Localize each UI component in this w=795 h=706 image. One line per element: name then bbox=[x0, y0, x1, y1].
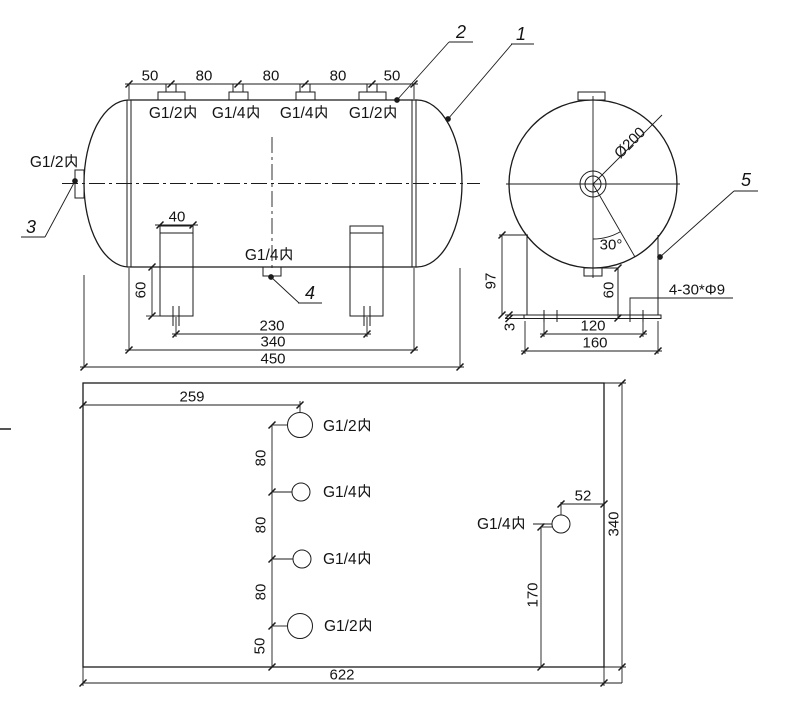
dim-170: 170 bbox=[524, 582, 542, 608]
dim-80-c: 80 bbox=[329, 67, 347, 85]
dim-angle-30: 30° bbox=[599, 236, 623, 254]
plan-dim-ticks bbox=[78, 378, 627, 688]
center-port-outer bbox=[579, 170, 607, 198]
balloon-leaders bbox=[21, 41, 534, 304]
cjk-nei-glyph bbox=[384, 104, 396, 119]
balloon-leader-5 bbox=[657, 190, 758, 260]
dim-80-b: 80 bbox=[262, 67, 280, 85]
support-legs bbox=[159, 225, 384, 326]
fitting-label-top-4: G1/2 bbox=[349, 104, 397, 122]
cjk-nei-glyph bbox=[358, 483, 370, 498]
balloon-4: 4 bbox=[304, 283, 316, 303]
balloon-1: 1 bbox=[515, 24, 527, 44]
dim-120: 120 bbox=[580, 317, 606, 335]
dim-80-plan-b: 80 bbox=[252, 516, 270, 534]
balloon-5: 5 bbox=[740, 170, 752, 190]
dim-60-side: 60 bbox=[132, 281, 150, 299]
side-view-dim-ticks bbox=[79, 79, 465, 372]
cjk-nei-glyph bbox=[358, 417, 370, 432]
balloon-2: 2 bbox=[455, 22, 467, 42]
base-frame bbox=[523, 235, 662, 322]
right-fitting-dims bbox=[533, 502, 604, 667]
dim-259 bbox=[83, 401, 301, 412]
cjk-nei-glyph bbox=[247, 104, 259, 119]
end-view-linework bbox=[497, 91, 758, 356]
plan-fitting-label-3: G1/4 bbox=[323, 550, 371, 568]
fitting-label-top-1: G1/2 bbox=[149, 104, 197, 122]
bottom-dimension-lines bbox=[80, 268, 464, 368]
tank-centerlines bbox=[62, 137, 480, 270]
bolt-hole-note: 4-30*Φ9 bbox=[668, 281, 726, 299]
dim-160: 160 bbox=[582, 334, 608, 352]
end-view-bottom-fitting bbox=[583, 267, 603, 277]
fitting-label-left-port: G1/2 bbox=[30, 153, 78, 171]
left-end-port bbox=[74, 169, 85, 199]
plan-fitting-label-right: G1/4 bbox=[477, 515, 525, 533]
top-fitting-nozzles bbox=[157, 83, 387, 101]
cjk-nei-glyph bbox=[512, 515, 524, 530]
angle-dim bbox=[592, 183, 636, 258]
plan-fitting-label-1: G1/2 bbox=[323, 417, 371, 435]
fitting-label-bottom-port: G1/4 bbox=[245, 246, 293, 264]
diameter-dim-line bbox=[592, 114, 663, 185]
cjk-nei-glyph bbox=[315, 104, 327, 119]
dim-80-plan-c: 80 bbox=[252, 583, 270, 601]
balloon-3: 3 bbox=[25, 217, 37, 237]
dim-60-end: 60 bbox=[600, 281, 618, 299]
end-view-dim-ticks bbox=[497, 230, 663, 356]
side-view-linework bbox=[21, 41, 534, 372]
dim-80-a: 80 bbox=[195, 67, 213, 85]
cjk-nei-glyph bbox=[359, 617, 371, 632]
plan-view-outline bbox=[82, 382, 605, 668]
plan-fitting-label-4: G1/2 bbox=[324, 617, 372, 635]
dim-80-plan-a: 80 bbox=[252, 449, 270, 467]
dim-50-left: 50 bbox=[141, 67, 159, 85]
dim-450: 450 bbox=[260, 350, 286, 368]
dim-97: 97 bbox=[482, 272, 500, 290]
fitting-label-top-2: G1/4 bbox=[212, 104, 260, 122]
cjk-nei-glyph bbox=[184, 104, 196, 119]
dim-50-right: 50 bbox=[383, 67, 401, 85]
dim-50-plan: 50 bbox=[251, 637, 269, 655]
cjk-nei-glyph bbox=[358, 550, 370, 565]
cjk-nei-glyph bbox=[65, 153, 77, 168]
dim-230: 230 bbox=[259, 317, 285, 335]
plan-fitting-label-2: G1/4 bbox=[323, 483, 371, 501]
plan-view-linework bbox=[0, 378, 627, 688]
dim-340-plan: 340 bbox=[605, 511, 623, 537]
dim-40: 40 bbox=[168, 208, 186, 226]
fitting-chain bbox=[271, 424, 293, 667]
dim-340-side: 340 bbox=[260, 333, 286, 351]
dim-622: 622 bbox=[329, 666, 355, 684]
center-port-inner bbox=[584, 175, 602, 193]
plan-overall-dims bbox=[82, 382, 626, 686]
dim-259: 259 bbox=[179, 388, 205, 406]
fitting-label-top-3: G1/4 bbox=[280, 104, 328, 122]
end-view-top-fitting bbox=[577, 91, 606, 101]
dim-52: 52 bbox=[574, 487, 592, 505]
dim-3: 3 bbox=[501, 322, 519, 332]
cjk-nei-glyph bbox=[280, 246, 292, 261]
top-dimension-chain bbox=[125, 83, 418, 99]
